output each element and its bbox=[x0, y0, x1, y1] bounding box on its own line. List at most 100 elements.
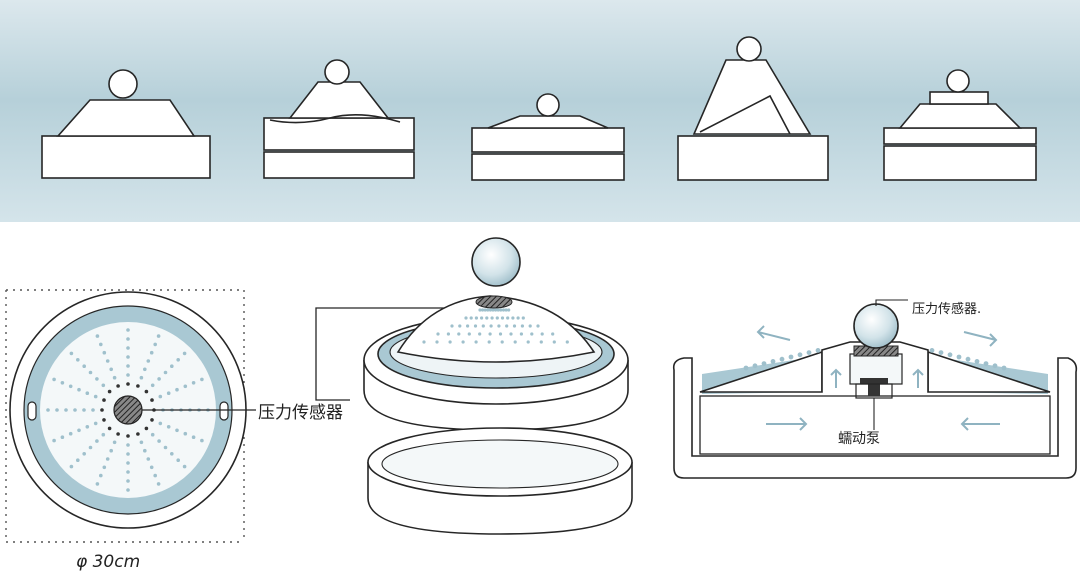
pattern-dot bbox=[144, 426, 149, 431]
pattern-dot bbox=[507, 308, 511, 312]
pattern-dot bbox=[76, 358, 80, 362]
pattern-dot bbox=[1001, 365, 1007, 371]
top-view bbox=[9, 291, 256, 529]
pattern-dot bbox=[69, 351, 74, 356]
pattern-dot bbox=[929, 348, 935, 353]
pattern-dot bbox=[85, 425, 90, 429]
pattern-dot bbox=[109, 367, 113, 372]
pattern-dot bbox=[469, 316, 473, 320]
pattern-dot bbox=[458, 324, 462, 328]
pattern-dot bbox=[112, 440, 117, 445]
pattern-dot bbox=[77, 428, 81, 433]
pattern-dot bbox=[500, 316, 505, 320]
pattern-dot bbox=[126, 346, 130, 350]
pattern-dot bbox=[956, 354, 962, 360]
pattern-dot bbox=[144, 389, 149, 394]
pattern-dot bbox=[191, 435, 196, 440]
pattern-dot bbox=[101, 383, 106, 388]
pattern-dot bbox=[536, 324, 540, 328]
radial-dot-pattern bbox=[46, 328, 210, 492]
pattern-dot bbox=[509, 332, 513, 336]
pattern-dot bbox=[478, 308, 482, 312]
pattern-dot bbox=[983, 361, 989, 366]
pattern-dot bbox=[457, 332, 461, 336]
pattern-dot bbox=[150, 432, 155, 437]
pattern-dot bbox=[170, 452, 174, 456]
pattern-dot bbox=[88, 445, 93, 450]
pattern-dot bbox=[491, 308, 495, 312]
pattern-dot bbox=[494, 308, 498, 312]
pattern-dot bbox=[136, 384, 140, 388]
pattern-dot bbox=[82, 408, 86, 412]
pattern-dot bbox=[436, 332, 440, 336]
pattern-dot bbox=[95, 377, 99, 381]
pattern-dot bbox=[565, 340, 569, 344]
pattern-dot bbox=[486, 308, 490, 312]
banner-stage-1 bbox=[41, 69, 211, 179]
pattern-dot bbox=[126, 337, 130, 341]
pattern-dot bbox=[149, 350, 154, 355]
cone-dot-pattern bbox=[422, 308, 569, 344]
pattern-dot bbox=[153, 473, 157, 478]
pattern-dot bbox=[156, 334, 161, 338]
pattern-dot bbox=[498, 332, 503, 336]
pattern-dot bbox=[489, 324, 493, 328]
pattern-dot bbox=[149, 465, 154, 470]
pattern-dot bbox=[551, 332, 555, 336]
pattern-dot bbox=[112, 375, 117, 380]
pattern-dot bbox=[107, 389, 112, 394]
pattern-dot bbox=[464, 316, 468, 320]
pattern-dot bbox=[488, 308, 492, 312]
pattern-dot bbox=[126, 434, 130, 438]
pattern-dot bbox=[95, 334, 100, 338]
pattern-dot bbox=[76, 458, 80, 463]
cross-section bbox=[672, 299, 1078, 479]
pattern-dot bbox=[539, 340, 543, 344]
pattern-dot bbox=[95, 439, 99, 443]
pattern-dot bbox=[504, 308, 508, 312]
pattern-dot bbox=[126, 488, 130, 492]
exploded-view bbox=[315, 237, 633, 535]
pattern-dot bbox=[85, 391, 90, 396]
pattern-dot bbox=[175, 428, 179, 433]
pattern-dot bbox=[752, 363, 758, 369]
pattern-dot bbox=[770, 359, 776, 364]
pattern-dot bbox=[435, 340, 439, 344]
pattern-dot bbox=[552, 340, 556, 344]
pattern-dot bbox=[797, 352, 803, 358]
pattern-dot bbox=[200, 377, 204, 382]
pattern-dot bbox=[126, 470, 130, 474]
pattern-dot bbox=[136, 432, 140, 436]
pattern-dot bbox=[448, 340, 452, 344]
pattern-dot bbox=[105, 457, 110, 461]
pattern-dot bbox=[68, 384, 73, 389]
flow-arrows bbox=[756, 325, 1000, 431]
pattern-dot bbox=[68, 431, 73, 436]
pattern-dot bbox=[158, 394, 163, 399]
pattern-dot bbox=[166, 391, 171, 396]
pattern-dot bbox=[779, 356, 785, 362]
pattern-dot bbox=[102, 465, 107, 470]
pattern-dot bbox=[105, 359, 110, 363]
pattern-dot bbox=[126, 479, 130, 483]
pattern-dot bbox=[88, 370, 93, 375]
pattern-dot bbox=[540, 332, 544, 336]
pattern-dot bbox=[150, 418, 154, 422]
pattern-dot bbox=[422, 340, 426, 344]
pattern-dot bbox=[176, 458, 180, 463]
pattern-dot bbox=[157, 439, 161, 443]
pattern-dot bbox=[506, 316, 510, 320]
pattern-dot bbox=[965, 356, 971, 362]
pattern-dot bbox=[166, 425, 171, 429]
pattern-dot bbox=[146, 359, 151, 363]
pattern-dot bbox=[183, 384, 188, 389]
pattern-dot bbox=[467, 332, 471, 336]
pattern-dot bbox=[99, 342, 103, 347]
pattern-dot bbox=[153, 342, 157, 347]
pattern-dot bbox=[474, 316, 478, 320]
pressure-sensor-top bbox=[113, 395, 143, 425]
pattern-dot bbox=[938, 350, 944, 355]
pattern-dot bbox=[93, 421, 98, 426]
pattern-dot bbox=[126, 355, 130, 359]
pattern-dot bbox=[102, 398, 106, 402]
